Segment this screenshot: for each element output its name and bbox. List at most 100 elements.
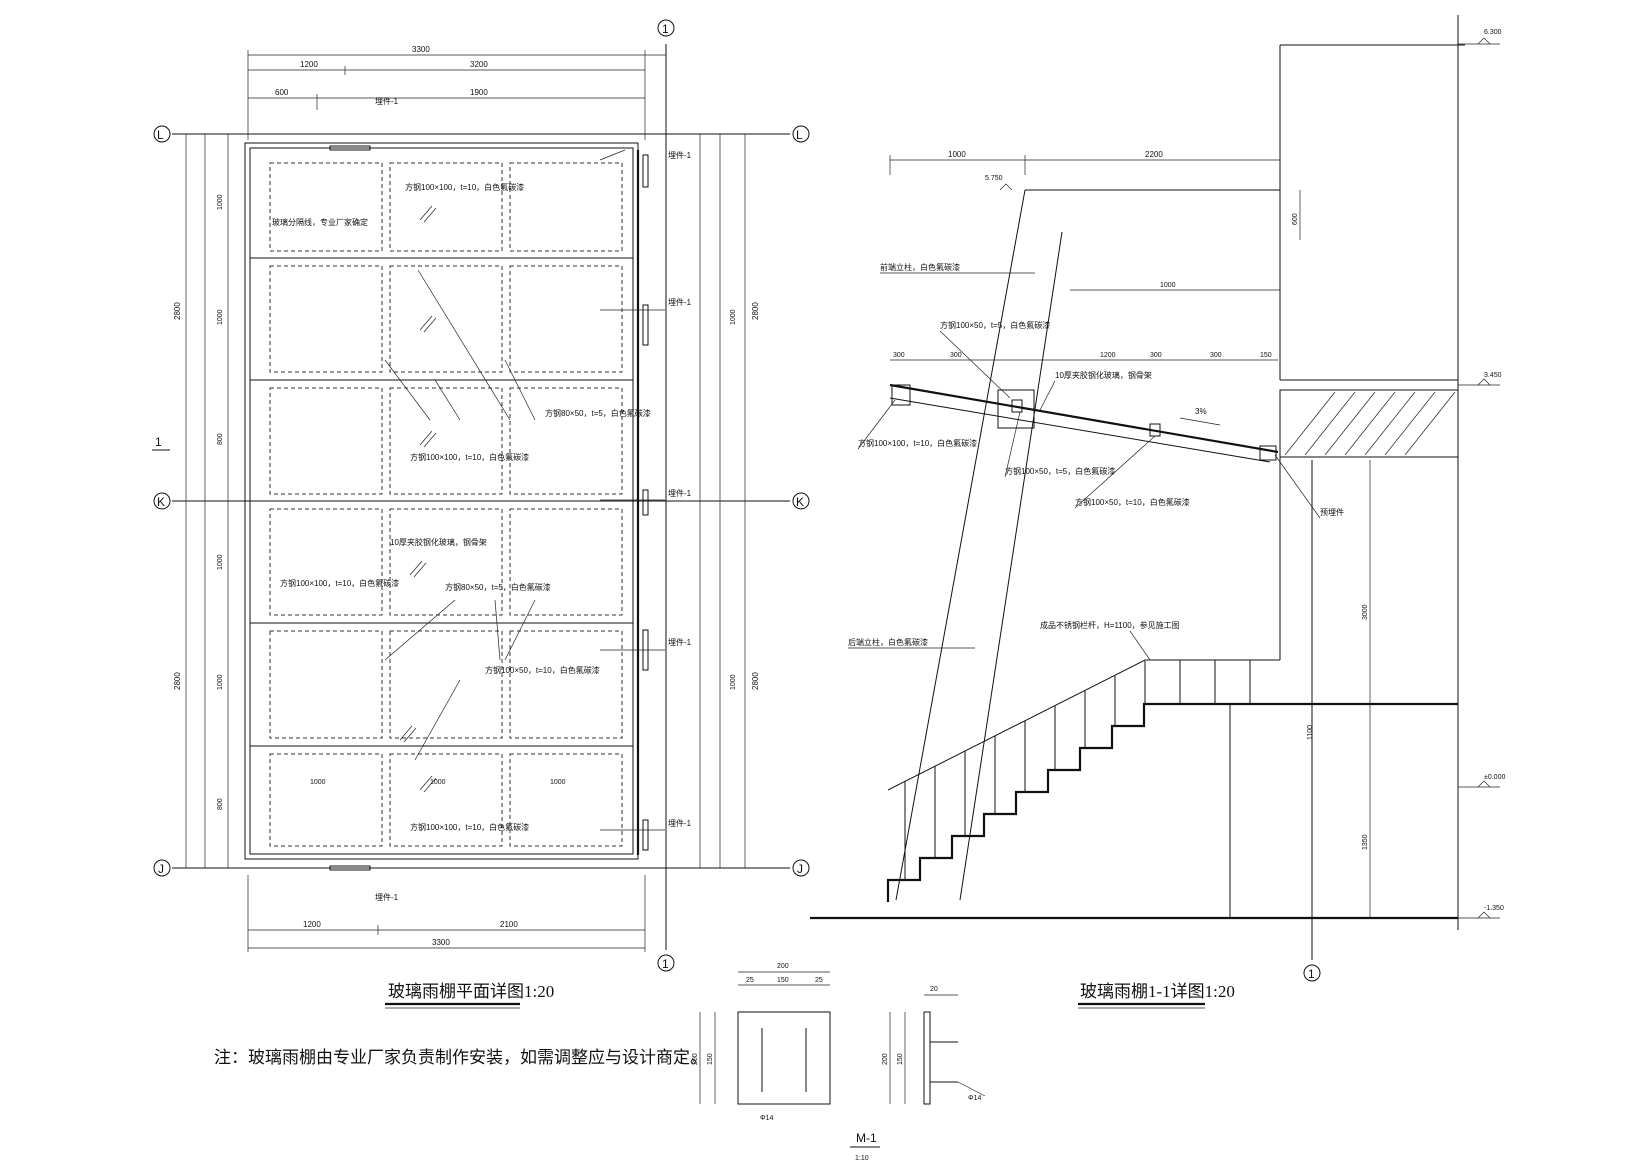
section-dim-mid-6: 150 <box>1260 352 1272 359</box>
section-leader-5 <box>857 399 896 450</box>
plan-label-steel-7: 方钢100×100，t=10，白色氟碳漆 <box>410 822 529 832</box>
plan-dims-bottom <box>247 875 646 952</box>
axis-bubble-j-right <box>792 859 810 877</box>
axis-label-j-right: J <box>797 862 803 876</box>
section-leader-9 <box>1129 630 1151 661</box>
plan-row-dim-4: 1000 <box>217 554 224 570</box>
axis-bubble-k-right <box>792 492 810 510</box>
section-label-steel-front: 方钢100×100，t=10，白色氟碳漆 <box>858 438 977 448</box>
plan-title: 玻璃雨棚平面详图1:20 <box>388 982 554 1001</box>
level-5750: 5.750 <box>985 175 1003 182</box>
axis-bubble-1-top <box>657 19 675 37</box>
plan-label-steel-1: 方钢100×100，t=10，白色氟碳漆 <box>405 182 524 192</box>
front-column-outer <box>895 189 1026 901</box>
section-dim-mid-2: 300 <box>950 352 962 359</box>
plan-label-steel-5: 方钢80×50，t=5，白色氟碳漆 <box>445 582 551 592</box>
plan-dims-sides <box>185 134 746 868</box>
plan-label-steel-2: 方钢80×50，t=5，白色氟碳漆 <box>545 408 651 418</box>
plan-embedded-parts <box>329 145 649 871</box>
plan-dim-top-4: 600 <box>275 88 289 97</box>
plan-label-embed-r2: 埋件-1 <box>668 297 692 307</box>
section-view: 1 1000 2200 300 300 1200 300 300 150 600… <box>810 15 1505 982</box>
section-dim-v-4: 1100 <box>1307 725 1314 740</box>
m1-rebar-1: Φ14 <box>760 1115 773 1122</box>
plan-cell-dim-1: 1000 <box>310 779 326 786</box>
m1-rebar-leader <box>957 1081 986 1097</box>
part-title: M-1 <box>856 1131 877 1145</box>
plan-label-embed: 埋件-1 <box>375 96 399 106</box>
plan-label-embed-r4: 埋件-1 <box>668 637 692 647</box>
embed-plate-side <box>923 1011 931 1105</box>
section-axis-label-1: 1 <box>1308 967 1315 981</box>
stairs <box>810 702 1458 920</box>
plan-dim-top-1: 3300 <box>412 45 430 54</box>
slope-arrow <box>1179 417 1221 426</box>
plan-dim-right-1: 2800 <box>751 302 760 320</box>
back-column-outer <box>959 231 1063 901</box>
section-dim-v-3: 3000 <box>1362 604 1369 620</box>
plan-dim-bottom-2: 2100 <box>500 920 518 929</box>
plan-dim-top-5: 1900 <box>470 88 488 97</box>
plan-dim-left-1: 2800 <box>173 302 182 320</box>
axis-label-1-bottom: 1 <box>662 957 669 971</box>
m1-dim-3: 25 <box>746 977 754 984</box>
glass-hatch-marks <box>399 205 437 793</box>
section-axis-bubble-1 <box>1303 964 1321 982</box>
general-note: 注：玻璃雨棚由专业厂家负责制作安装，如需调整应与设计商定。 <box>214 1048 707 1067</box>
m1-side-dim-2: 200 <box>882 1053 889 1065</box>
plan-row-dim-1: 1000 <box>217 194 224 210</box>
section-dim-top-2: 2200 <box>1145 150 1163 159</box>
plan-dim-bottom-3: 3300 <box>432 938 450 947</box>
m1-rebar-2: Φ14 <box>968 1095 981 1102</box>
m1-dim-6: 150 <box>707 1053 714 1065</box>
plan-dims-top <box>247 50 666 140</box>
plan-label-steel-6: 方钢100×50，t=10，白色氟碳漆 <box>485 665 600 675</box>
plan-label-steel-4: 方钢100×100，t=10，白色氟碳漆 <box>280 578 399 588</box>
plan-label-embed-r5: 埋件-1 <box>668 818 692 828</box>
axis-label-k-left: K <box>157 495 165 509</box>
section-label-steel-top: 方钢100×50，t=5，白色氟碳漆 <box>940 320 1050 330</box>
section-leader-4 <box>1039 380 1056 411</box>
plan-label-steel-3: 方钢100×100，t=10，白色氟碳漆 <box>410 452 529 462</box>
canopy-beam <box>889 397 1271 463</box>
section-title: 玻璃雨棚1-1详图1:20 <box>1080 982 1235 1001</box>
axis-label-l-right: L <box>796 128 803 142</box>
plan-label-embed-bottom: 埋件-1 <box>375 892 399 902</box>
plan-cell-dim-2: 1000 <box>430 779 446 786</box>
railing <box>887 659 1280 880</box>
plan-cell-dim-3: 1000 <box>550 779 566 786</box>
m1-side-dim-3: 150 <box>897 1053 904 1065</box>
section-slope: 3% <box>1195 407 1207 416</box>
plan-row-dim-2: 1000 <box>217 309 224 325</box>
section-label-back-column: 后端立柱，白色氟碳漆 <box>848 637 928 647</box>
canopy-end-member <box>1259 445 1277 461</box>
plan-dim-right-2: 2800 <box>751 672 760 690</box>
level-3450: 3.450 <box>1484 372 1502 379</box>
section-label-embed: 预埋件 <box>1320 507 1344 517</box>
section-label-steel-bottom: 方钢100×50，t=10，白色氟碳漆 <box>1075 497 1190 507</box>
plan-row-dim-5: 1000 <box>217 674 224 690</box>
m1-dim-1: 200 <box>777 963 789 970</box>
plan-label-glass-division: 玻璃分隔线，专业厂家确定 <box>272 217 368 227</box>
m1-dim-5: 200 <box>692 1053 699 1065</box>
plan-row-dim-6: 800 <box>217 798 224 810</box>
level-minus: -1.350 <box>1484 905 1504 912</box>
section-label-glass: 10厚夹胶钢化玻璃，钢骨架 <box>1055 370 1152 380</box>
section-dim-v-5: 1350 <box>1362 834 1369 850</box>
section-leader-6 <box>1004 411 1021 478</box>
plan-dim-bottom-1: 1200 <box>303 920 321 929</box>
section-dim-mid-1: 300 <box>893 352 905 359</box>
plan-dim-top-2: 1200 <box>300 60 318 69</box>
plan-leaders <box>384 149 665 831</box>
axis-bubble-k-left <box>153 492 171 510</box>
m1-side-dim-1: 20 <box>930 986 938 993</box>
m1-dim-4: 25 <box>815 977 823 984</box>
plan-row-dim-r2: 1000 <box>730 309 737 325</box>
axis-label-j-left: J <box>158 862 164 876</box>
section-leader-8 <box>1274 454 1321 519</box>
axis-bubble-l-right <box>792 125 810 143</box>
part-detail-m1: 200 150 25 25 200 150 Φ14 20 200 150 Φ14… <box>692 963 986 1162</box>
axis-bubble-1-bottom <box>657 954 675 972</box>
axis-bubble-j-left <box>153 859 171 877</box>
plan-row-dim-3: 800 <box>217 433 224 445</box>
